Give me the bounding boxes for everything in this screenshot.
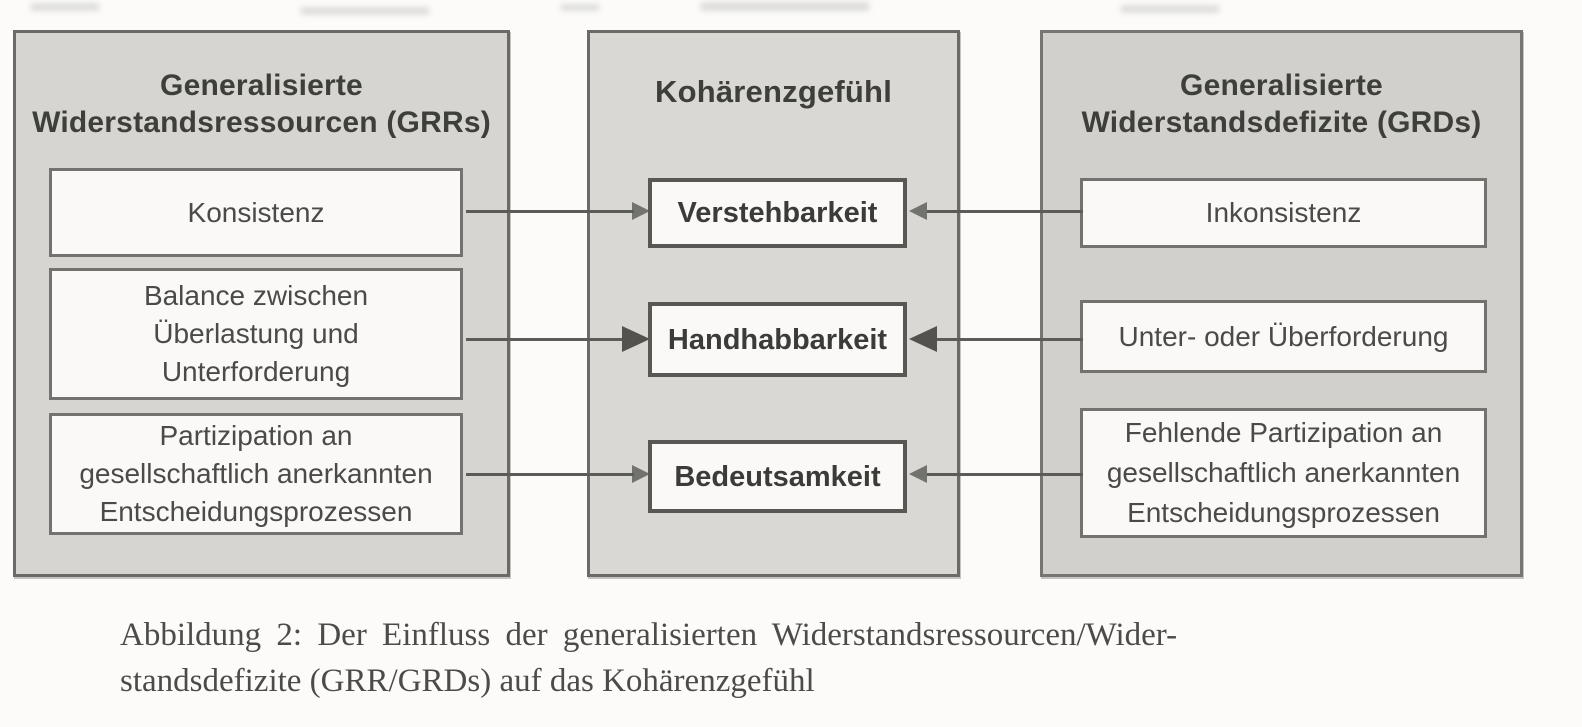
figure-caption-line: Abbildung 2: Der Einfluss der generalisi… [120,617,1178,653]
connector-konsistenz-verstehbarkeit [466,210,634,213]
node-label-line: Verstehbarkeit [677,197,878,229]
node-label-line: Bedeutsamkeit [674,460,881,493]
node-label-line: Fehlende Partizipation an [1124,417,1443,448]
grr-panel-title: Generalisierte Widerstandsressourcen (GR… [16,67,507,141]
scan-artifact [700,2,870,11]
node-label-line: Konsistenz [187,196,325,228]
node-label-line: Entscheidungsprozessen [1127,497,1440,528]
figure-caption-line: standsdefizite (GRR/GRDs) auf das Kohäre… [120,663,815,699]
node-bedeutsamkeit: Bedeutsamkeit [648,440,907,513]
arrowhead-right-icon [632,202,650,220]
node-label-line: gesellschaftlich anerkannten [79,458,433,489]
soc-panel-title-line: Kohärenzgefühl [654,74,893,109]
node-verstehbarkeit: Verstehbarkeit [648,178,907,248]
grr-panel-title-line: Widerstandsressourcen (GRRs) [32,106,491,139]
node-label-line: Überlastung und [153,318,359,349]
soc-panel-title: Kohärenzgefühl [590,73,957,110]
arrowhead-left-icon [909,465,927,483]
node-handhabbarkeit: Handhabbarkeit [648,302,907,377]
node-konsistenz: Konsistenz [49,168,463,257]
grd-panel-title: Generalisierte Widerstandsdefizite (GRDs… [1043,67,1520,141]
arrowhead-left-icon [909,202,927,220]
node-label-line: Unter- oder Überforderung [1118,320,1449,352]
arrowhead-left-icon [909,326,937,352]
node-fehlende-partizipation: Fehlende Partizipation an gesellschaftli… [1080,408,1487,538]
scan-artifact [560,4,600,11]
node-label-line: gesellschaftlich anerkannten [1106,457,1461,488]
node-label-line: Balance zwischen [143,280,369,311]
connector-inkonsistenz-verstehbarkeit [927,210,1083,213]
node-balance: Balance zwischen Überlastung und Unterfo… [49,268,463,400]
node-unterforderung: Unter- oder Überforderung [1080,300,1487,373]
node-partizipation: Partizipation an gesellschaftlich anerka… [49,413,463,535]
node-label-line: Inkonsistenz [1205,197,1362,228]
scan-artifact [300,7,430,15]
figure-caption: Abbildung 2: Der Einfluss der generalisi… [120,612,1177,704]
arrowhead-right-icon [632,465,650,483]
node-label-line: Partizipation an [159,420,353,451]
node-label-line: Entscheidungsprozessen [99,496,413,527]
connector-unterforderung-handhabbarkeit [937,338,1083,341]
grd-panel-title-line: Generalisierte [1180,69,1383,102]
arrowhead-right-icon [622,326,650,352]
scan-artifact [30,3,100,11]
node-label-line: Handhabbarkeit [667,323,888,356]
connector-fehlende-bedeutsamkeit [927,473,1083,476]
grr-panel-title-line: Generalisierte [160,69,363,102]
node-label-line: Unterforderung [161,356,351,387]
connector-balance-handhabbarkeit [466,338,624,341]
grd-panel-title-line: Widerstandsdefizite (GRDs) [1081,106,1482,139]
connector-partizipation-bedeutsamkeit [466,473,634,476]
scan-artifact [1120,5,1220,13]
node-inkonsistenz: Inkonsistenz [1080,178,1487,248]
